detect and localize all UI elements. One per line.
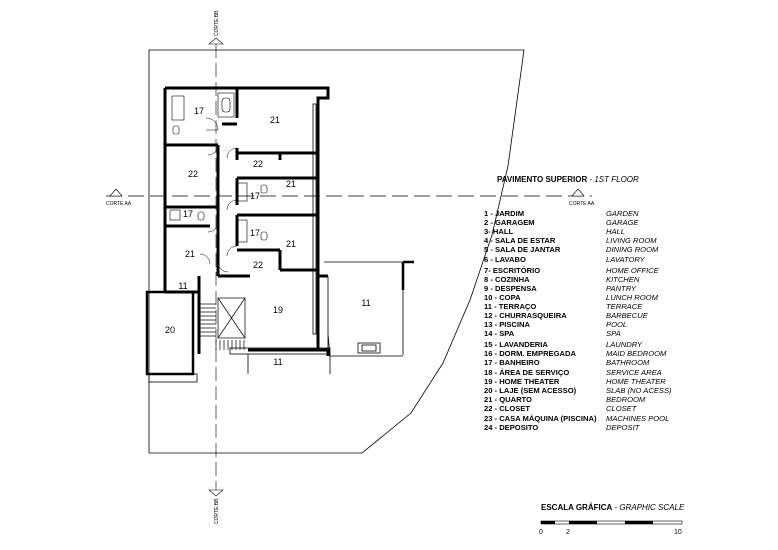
room-label: 21 bbox=[270, 115, 280, 125]
room-label: 21 bbox=[286, 239, 296, 249]
section-marker-aa-right bbox=[571, 188, 585, 197]
room-label: 20 bbox=[165, 325, 175, 335]
plan-title: PAVIMENTO SUPERIOR - 1ST FLOOR bbox=[497, 175, 639, 184]
door-swings bbox=[199, 117, 238, 273]
scale-tick-label: 0 bbox=[539, 529, 543, 536]
graphic-scale-title: ESCALA GRÁFICA - GRAPHIC SCALE bbox=[541, 503, 684, 512]
section-marker-bb-top bbox=[208, 37, 224, 45]
section-label-bb-bottom: CORTE BB bbox=[214, 498, 220, 524]
section-marker-bb-bottom bbox=[208, 489, 224, 497]
plan-title-pt: PAVIMENTO SUPERIOR bbox=[497, 175, 588, 184]
graphic-scale-en: - GRAPHIC SCALE bbox=[612, 503, 685, 512]
room-label: 22 bbox=[253, 159, 263, 169]
plan-title-en: - 1ST FLOOR bbox=[587, 175, 639, 184]
room-label: 17 bbox=[183, 209, 193, 219]
bathroom-fixtures bbox=[169, 92, 268, 243]
room-label: 17 bbox=[250, 191, 260, 201]
section-label-aa-left: CORTE AA bbox=[106, 201, 132, 207]
room-label: 17 bbox=[194, 106, 204, 116]
room-label: 19 bbox=[273, 305, 283, 315]
slab-area bbox=[145, 290, 198, 383]
room-label: 21 bbox=[286, 179, 296, 189]
section-label-bb-top: CORTE BB bbox=[214, 10, 220, 36]
room-label: 21 bbox=[185, 249, 195, 259]
room-label: 22 bbox=[188, 169, 198, 179]
graphic-scale-pt: ESCALA GRÁFICA bbox=[541, 503, 613, 512]
room-label: 22 bbox=[253, 260, 263, 270]
room-label: 11 bbox=[361, 298, 370, 308]
room-label: 11 bbox=[273, 357, 282, 367]
graphic-scale-bar bbox=[540, 520, 683, 525]
room-label: 17 bbox=[250, 228, 260, 238]
section-label-aa-right: CORTE AA bbox=[569, 201, 595, 207]
room-label: 11 bbox=[178, 281, 187, 291]
scale-tick-label: 10 bbox=[674, 529, 682, 536]
lot-boundary bbox=[148, 49, 525, 454]
scale-tick-label: 2 bbox=[566, 529, 570, 536]
walls bbox=[163, 86, 330, 356]
stair-void bbox=[200, 297, 246, 350]
section-marker-aa-left bbox=[109, 188, 123, 197]
thin-walls bbox=[229, 103, 414, 374]
